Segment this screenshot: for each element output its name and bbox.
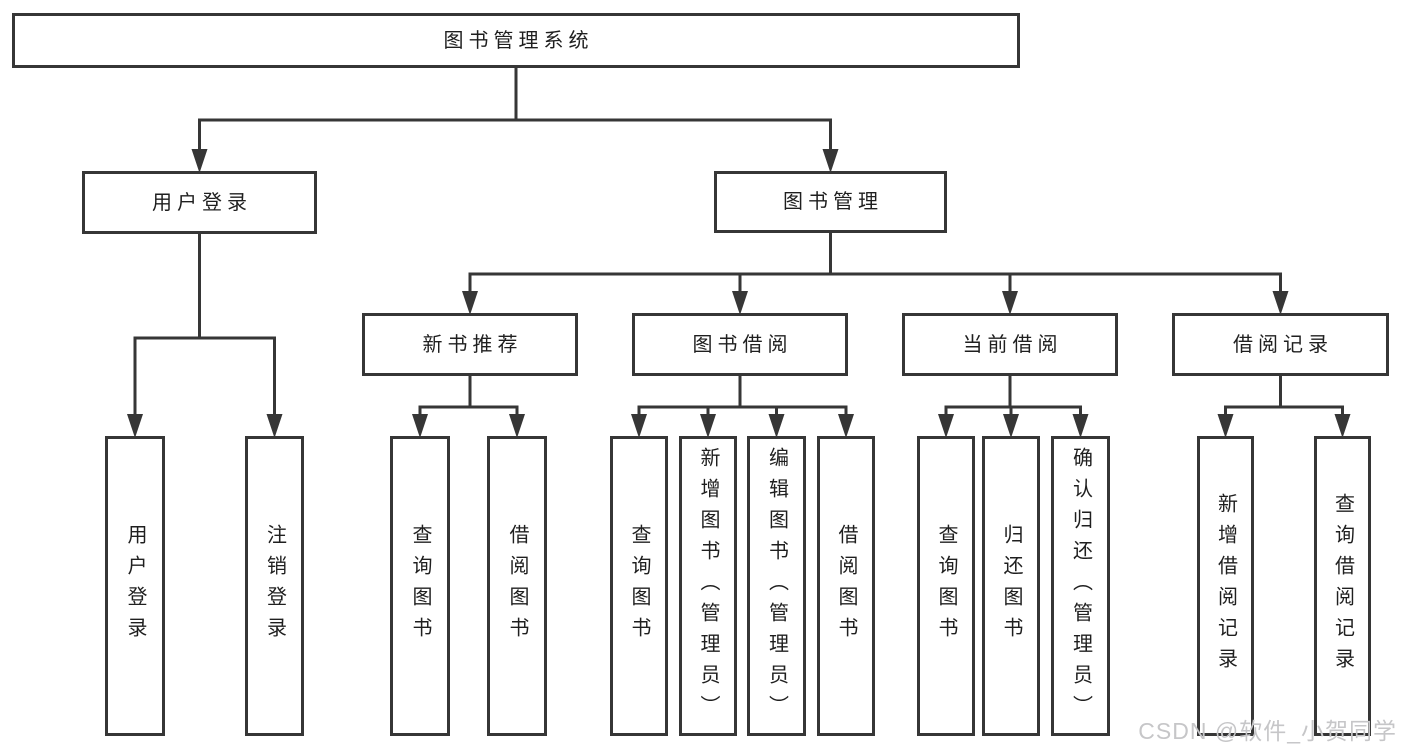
arrowhead-icon <box>1003 414 1019 438</box>
node-label: 用户登录 <box>124 524 146 648</box>
node-label: 图书借阅 <box>692 333 793 356</box>
arrowhead-icon <box>838 414 854 438</box>
arrowhead-icon <box>1072 414 1089 438</box>
node-leaf-borrow-book-1: 借阅图书 <box>487 436 547 736</box>
node-label: 用户登录 <box>152 191 252 214</box>
arrowhead-icon <box>631 414 647 438</box>
node-label: 新增图书（管理员） <box>697 446 719 726</box>
node-label: 注销登录 <box>263 524 286 648</box>
arrowhead-icon <box>732 291 748 315</box>
node-label: 查询图书 <box>628 524 650 648</box>
arrowhead-icon <box>127 414 143 438</box>
node-leaf-return-book: 归还图书 <box>982 436 1040 736</box>
node-label: 图书管理系统 <box>443 29 594 52</box>
node-leaf-borrow-book-2: 借阅图书 <box>817 436 875 736</box>
node-leaf-query-record: 查询借阅记录 <box>1314 436 1371 736</box>
arrowhead-icon <box>191 149 208 173</box>
node-label: 当前借阅 <box>962 333 1063 356</box>
node-label: 查询图书 <box>409 524 431 648</box>
arrowhead-icon <box>700 414 716 438</box>
node-book-borrow: 图书借阅 <box>632 313 848 376</box>
node-label: 归还图书 <box>1000 524 1022 648</box>
arrowhead-icon <box>1002 291 1018 315</box>
node-label: 借阅记录 <box>1233 333 1333 356</box>
arrowhead-icon <box>509 414 525 438</box>
node-label: 查询图书 <box>935 524 957 648</box>
node-user-login: 用户登录 <box>82 171 317 234</box>
node-leaf-query-book-3: 查询图书 <box>917 436 975 736</box>
node-leaf-confirm-return: 确认归还（管理员） <box>1051 436 1110 736</box>
node-label: 借阅图书 <box>835 524 857 648</box>
node-new-book-rec: 新书推荐 <box>362 313 578 376</box>
arrowhead-icon <box>768 414 785 438</box>
node-leaf-query-book-2: 查询图书 <box>610 436 668 736</box>
node-leaf-add-record: 新增借阅记录 <box>1197 436 1254 736</box>
arrowhead-icon <box>412 414 428 438</box>
node-leaf-edit-book: 编辑图书（管理员） <box>747 436 806 736</box>
node-label: 查询借阅记录 <box>1331 493 1354 679</box>
node-leaf-logout: 注销登录 <box>245 436 304 736</box>
node-leaf-add-book: 新增图书（管理员） <box>679 436 737 736</box>
node-borrow-records: 借阅记录 <box>1172 313 1389 376</box>
arrowhead-icon <box>462 291 478 315</box>
node-label: 借阅图书 <box>506 524 528 648</box>
node-current-borrow: 当前借阅 <box>902 313 1118 376</box>
arrowhead-icon <box>266 414 283 438</box>
node-leaf-query-book-1: 查询图书 <box>390 436 450 736</box>
node-label: 图书管理 <box>783 191 883 213</box>
arrowhead-icon <box>938 414 954 438</box>
node-label: 确认归还（管理员） <box>1069 446 1092 726</box>
arrowhead-icon <box>1272 291 1289 315</box>
node-label: 新增借阅记录 <box>1214 493 1237 679</box>
node-label: 编辑图书（管理员） <box>765 446 788 726</box>
arrowhead-icon <box>822 149 839 173</box>
node-root: 图书管理系统 <box>12 13 1020 68</box>
node-book-mgmt: 图书管理 <box>714 171 947 233</box>
node-label: 新书推荐 <box>422 333 523 356</box>
node-leaf-user-login: 用户登录 <box>105 436 165 736</box>
arrowhead-icon <box>1217 414 1234 438</box>
arrowhead-icon <box>1334 414 1351 438</box>
